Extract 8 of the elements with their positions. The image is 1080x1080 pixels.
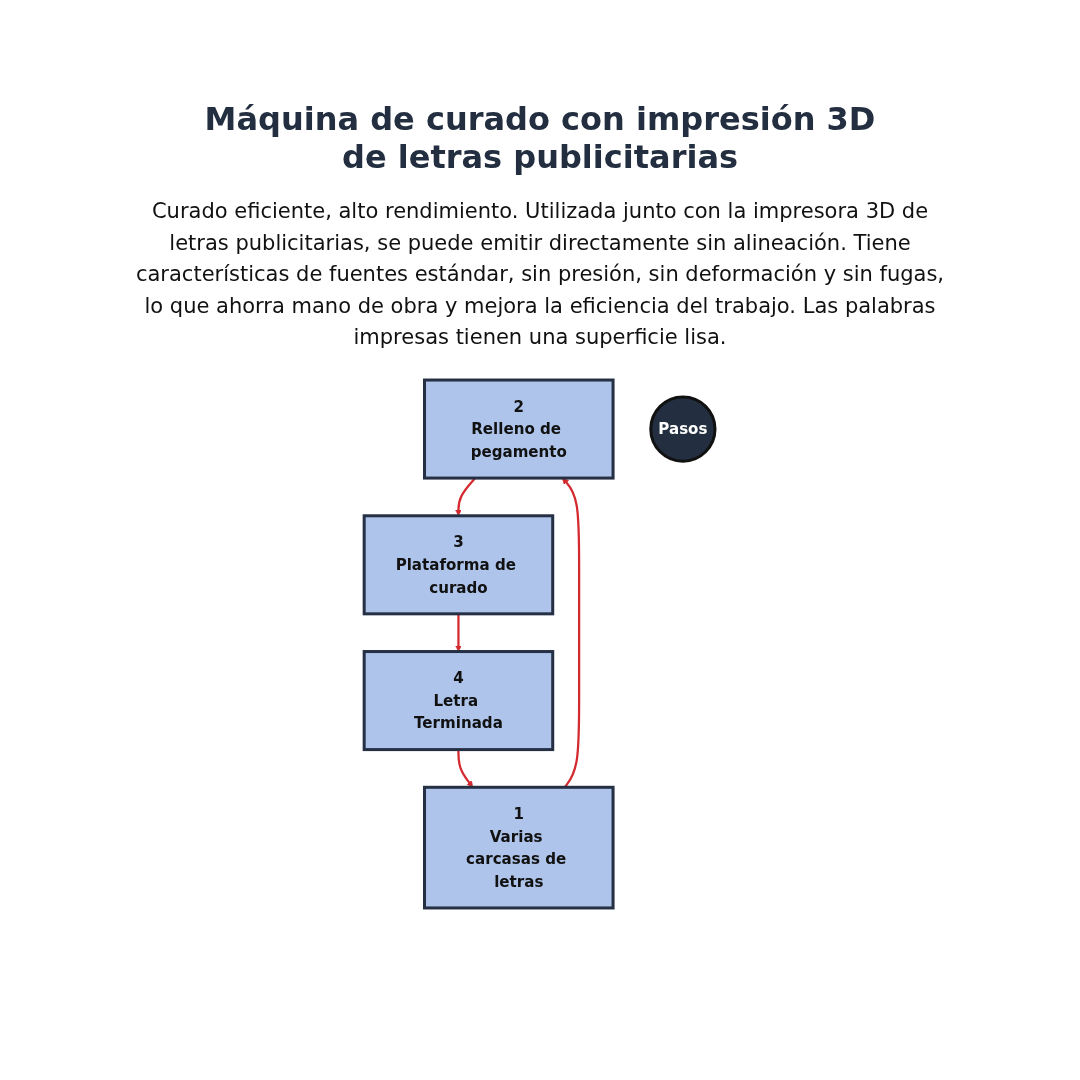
node-box: 3 Plataforma de curado [363, 513, 555, 615]
node-box: 4 Letra Terminada [363, 649, 555, 751]
title: Máquina de curado con impresión 3D de letras publicitarias [203, 100, 877, 176]
caption: Curado eficiente, alto rendimiento. Utilizada junto con la impresora 3D de letras publicitarias, se puede emitir directamente sin alineación. Tiene características de fuentes estándar, sin presión, sin deformación y sin fugas, lo que ahorra mano de obra y mejora la eficiencia del trabajo. Las palabras impresas tienen una superficie lisa. [134, 198, 946, 351]
node-box: 1 Varias carcasas de letras [423, 785, 615, 909]
node-circle: Pasos [649, 394, 717, 463]
node-box: 2 Relleno de pegamento [423, 378, 615, 480]
arrow [455, 613, 463, 652]
